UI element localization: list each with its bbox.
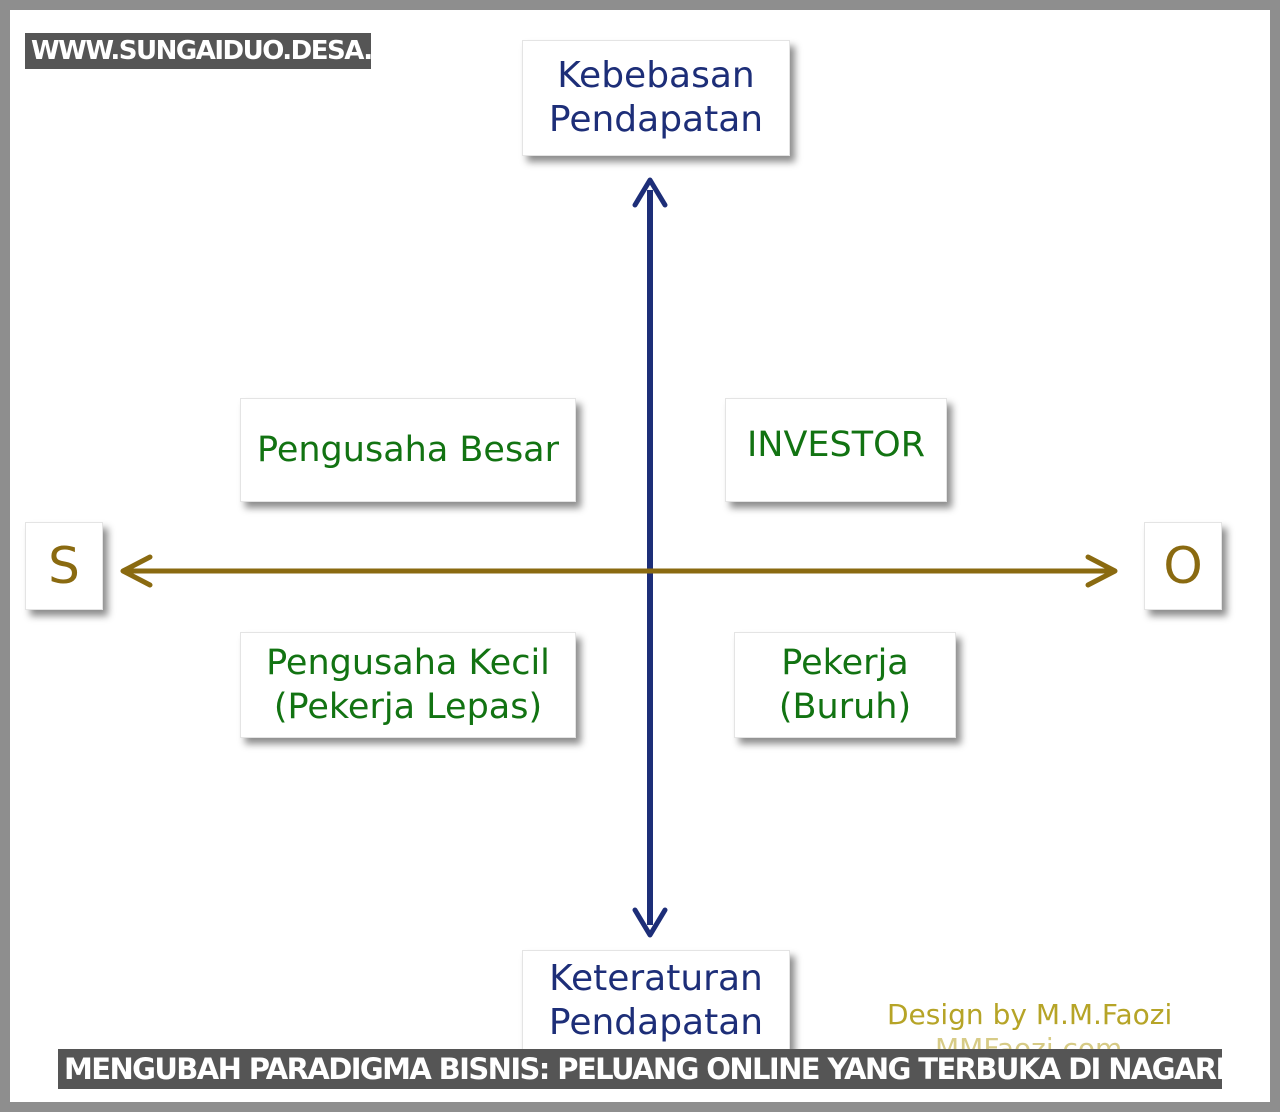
design-credit-line-1: Design by M.M.Faozi — [887, 998, 1173, 1031]
top-box-line-1: Kebebasan — [557, 55, 755, 96]
right-letter: O — [1163, 537, 1203, 595]
horizontal-axis-arrow-right — [1085, 554, 1118, 588]
right-letter-box: O — [1144, 522, 1222, 610]
vertical-axis-arrow-down — [632, 907, 668, 938]
quadrant-top-left-label: Pengusaha Besar — [256, 430, 560, 470]
bottom-box-line-2: Pendapatan — [548, 1002, 764, 1043]
watermark-url-banner: WWW.SUNGAIDUO.DESA.ID — [25, 33, 371, 69]
quadrant-top-right-box: INVESTOR — [725, 398, 947, 502]
caption-banner: MENGUBAH PARADIGMA BISNIS: PELUANG ONLIN… — [58, 1049, 1222, 1089]
quadrant-top-right-label: INVESTOR — [746, 425, 926, 465]
quadrant-bottom-right-line-1: Pekerja — [781, 643, 909, 683]
left-letter: S — [48, 537, 80, 595]
quadrant-bottom-left-line-2: (Pekerja Lepas) — [273, 687, 543, 727]
quadrant-bottom-left-line-1: Pengusaha Kecil — [266, 643, 550, 683]
top-box-line-2: Pendapatan — [548, 99, 764, 140]
quadrant-bottom-right-box: Pekerja (Buruh) — [734, 632, 956, 738]
top-box-kebebasan-pendapatan: Kebebasan Pendapatan — [522, 40, 790, 156]
quadrant-top-left-box: Pengusaha Besar — [240, 398, 576, 502]
bottom-box-keteraturan-pendapatan: Keteraturan Pendapatan — [522, 950, 790, 1066]
left-letter-box: S — [25, 522, 103, 610]
quadrant-bottom-left-box: Pengusaha Kecil (Pekerja Lepas) — [240, 632, 576, 738]
vertical-axis-arrow-up — [632, 177, 668, 208]
quadrant-bottom-right-line-2: (Buruh) — [778, 687, 912, 727]
bottom-box-line-1: Keteraturan — [549, 958, 763, 999]
horizontal-axis-arrow-left — [120, 554, 153, 588]
